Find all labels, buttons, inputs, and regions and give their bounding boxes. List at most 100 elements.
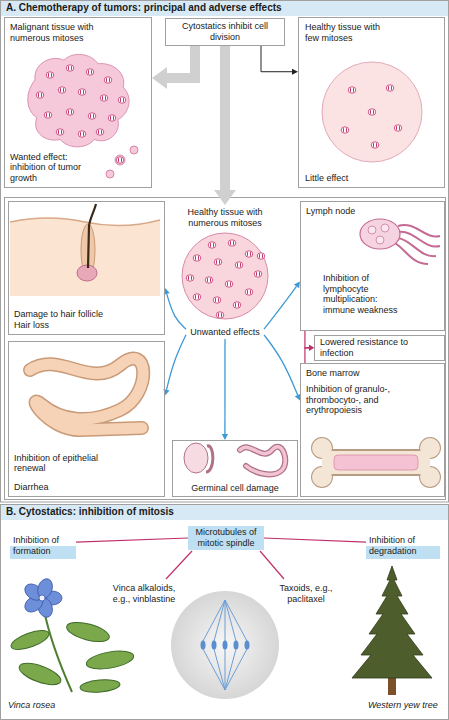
leader-line: [260, 551, 284, 579]
tissue-panel: Malignant tissue with numerous mitosesWa…: [4, 17, 152, 188]
lymph-vessel: [398, 225, 440, 237]
section-frame: [1, 1, 449, 503]
box-text: Germinal cell damage: [191, 483, 279, 494]
arrow-connector: [166, 335, 186, 390]
mitosis: [341, 127, 349, 133]
arrow-connector: [305, 348, 309, 363]
mitosis: [116, 157, 124, 163]
petal: [35, 577, 54, 600]
mitosis: [86, 69, 94, 75]
lymph-vessel: [395, 243, 428, 264]
effect-box: Damage to hair follicleHair loss: [8, 201, 165, 335]
mitosis: [213, 297, 221, 303]
effect-box: Lymph nodeInhibition of lymphocyte multi…: [300, 201, 445, 331]
arrow-connector: [224, 339, 225, 434]
panel-heading: Bone marrow: [306, 368, 360, 379]
panel-heading: Lymph node: [306, 206, 355, 217]
lymph-node: [360, 219, 400, 249]
arrow-connector: [167, 46, 195, 78]
lymph-vessel: [398, 238, 436, 256]
sperm-duct: [240, 447, 285, 475]
mitosis: [108, 115, 116, 121]
arrow-connector: [261, 46, 292, 72]
arrow-connector: [264, 335, 298, 395]
mitosis: [245, 251, 253, 257]
mitosis: [193, 255, 201, 261]
drug-label: Taxoids, e.g., paclitaxel: [268, 583, 344, 605]
mechanism-box: Inhibition of degradation: [366, 533, 440, 559]
leaf: [65, 619, 112, 646]
tumor-fragment: [130, 146, 138, 154]
tumor-fragment: [115, 155, 125, 165]
effect-box: Lowered resistance to infection: [314, 335, 445, 361]
hair-shaft: [88, 204, 96, 268]
mitosis: [225, 281, 233, 287]
skin: [10, 218, 160, 296]
mitosis: [205, 277, 213, 283]
box-text: Microtubules of mitotic spindle: [190, 527, 262, 549]
bone-shaft: [322, 451, 430, 474]
mitosis: [394, 125, 402, 131]
lymph-follicle: [376, 236, 384, 244]
effect-box: Inhibition of epithelial renewalDiarrhea: [8, 341, 165, 497]
mitosis: [214, 259, 222, 265]
leaf: [9, 627, 51, 654]
panel-heading: Healthy tissue with numerous mitoses: [169, 207, 281, 229]
drug-label: Vinca alkaloids, e.g., vinblastine: [106, 583, 182, 605]
mitosis: [118, 97, 126, 103]
effect-text: Little effect: [305, 173, 348, 184]
tissue-panel: Healthy tissue with few mitosesLittle ef…: [298, 17, 445, 188]
mitosis: [104, 77, 112, 83]
bone-outline: [312, 438, 440, 487]
effect-text: Wanted effect: inhibition of tumor growt…: [10, 152, 86, 184]
arrow-connector: [167, 294, 186, 329]
mitosis: [44, 112, 52, 118]
section-frame: [1, 505, 449, 720]
mitosis: [386, 85, 394, 91]
chromosome: [245, 641, 250, 650]
leader-line: [166, 551, 192, 579]
leaf: [80, 678, 121, 693]
mechanism-box: Inhibition of formation: [10, 533, 76, 559]
mitosis: [371, 142, 379, 148]
sperm-duct-outline: [240, 447, 285, 475]
mitosis: [233, 302, 241, 308]
mitosis: [100, 95, 108, 101]
mitosis: [88, 113, 96, 119]
plant-name: Western yew tree: [368, 700, 438, 711]
panel-heading: Malignant tissue with numerous mitoses: [10, 22, 114, 44]
chromosome: [212, 641, 217, 650]
box-text: Damage to hair follicle: [14, 309, 103, 320]
mitosis: [216, 312, 224, 318]
drug-box: Cytostatics inhibit cell division: [165, 18, 285, 46]
box-text: Hair loss: [14, 320, 49, 331]
healthy-tissue: [182, 233, 268, 319]
arrow-connector: [305, 331, 309, 348]
marrow: [334, 455, 418, 470]
intestine-outline: [30, 359, 143, 430]
yew-tree: [352, 566, 432, 678]
mitosis: [66, 65, 74, 71]
header-band: [1, 505, 448, 520]
mitosis: [36, 92, 44, 98]
arrow-connector: [220, 46, 230, 190]
flower: [22, 577, 62, 619]
box-text: Inhibition of degradation: [369, 535, 437, 557]
mitosis: [368, 109, 376, 115]
panel-frame: [5, 198, 446, 500]
panel-heading: Healthy tissue with few mitoses: [305, 22, 395, 44]
chromosome: [201, 641, 206, 650]
mitosis: [66, 109, 74, 115]
epididymis: [206, 446, 213, 472]
hub-label: Unwanted effects: [186, 325, 264, 339]
lymph-follicle: [368, 226, 376, 234]
mitosis: [257, 253, 265, 259]
bone-fill: [312, 438, 440, 487]
mitosis: [348, 87, 356, 93]
mitosis: [245, 289, 253, 295]
healthy-tissue: [322, 62, 422, 162]
box-text: Unwanted effects: [190, 327, 259, 338]
header-band: [1, 1, 448, 16]
mitosis: [235, 262, 243, 268]
tumor-tissue: [28, 54, 129, 146]
